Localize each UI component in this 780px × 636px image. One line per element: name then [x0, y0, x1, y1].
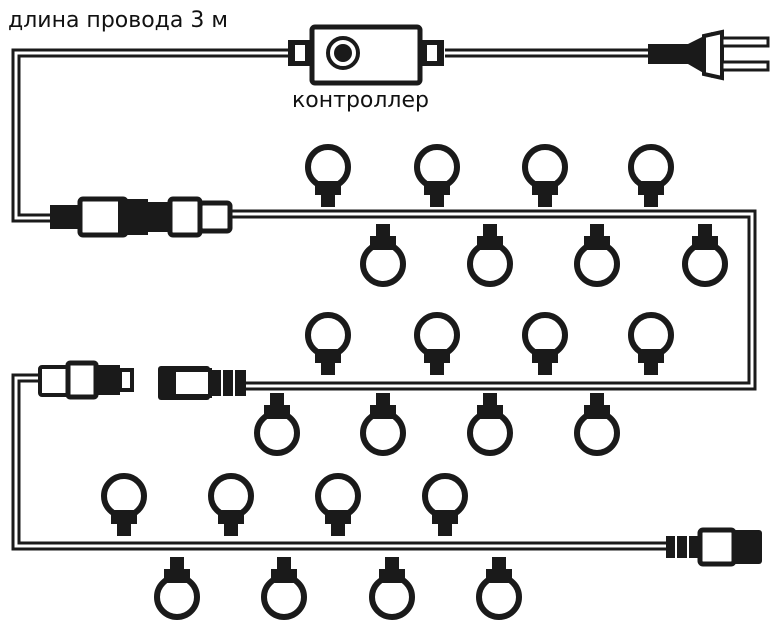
- led-bulb-icon: [157, 557, 197, 617]
- cable-connector-icon: [158, 366, 246, 400]
- led-bulb-icon: [104, 476, 144, 536]
- led-bulb-icon: [525, 315, 565, 375]
- led-bulb-icon: [425, 476, 465, 536]
- led-bulb-icon: [577, 224, 617, 284]
- led-bulb-icon: [363, 393, 403, 453]
- led-bulb-icon: [211, 476, 251, 536]
- led-bulb-icon: [264, 557, 304, 617]
- led-bulb-icon: [525, 147, 565, 207]
- cable-length-label: длина провода 3 м: [8, 8, 228, 33]
- cable-connector-icon: [666, 527, 762, 567]
- power-plug-icon: [648, 29, 770, 81]
- led-bulb-icon: [257, 393, 297, 453]
- cable-string-2: [11, 373, 668, 551]
- led-bulb-icon: [631, 147, 671, 207]
- led-bulb-icon: [631, 315, 671, 375]
- led-bulb-icon: [417, 147, 457, 207]
- cable-connector-icon: [50, 196, 233, 238]
- controller-box-icon: [288, 24, 444, 86]
- led-bulb-icon: [372, 557, 412, 617]
- led-bulb-icon: [577, 393, 617, 453]
- led-bulb-icon: [308, 315, 348, 375]
- controller-label: контроллер: [292, 88, 429, 113]
- led-bulb-icon: [417, 315, 457, 375]
- led-bulb-icon: [470, 224, 510, 284]
- led-bulb-icon: [308, 147, 348, 207]
- led-bulb-icon: [318, 476, 358, 536]
- led-bulb-icon: [363, 224, 403, 284]
- cable-connector-icon: [38, 360, 134, 400]
- led-bulb-icon: [479, 557, 519, 617]
- led-bulb-icon: [470, 393, 510, 453]
- led-bulb-icon: [685, 224, 725, 284]
- cable-string-1: [230, 209, 757, 391]
